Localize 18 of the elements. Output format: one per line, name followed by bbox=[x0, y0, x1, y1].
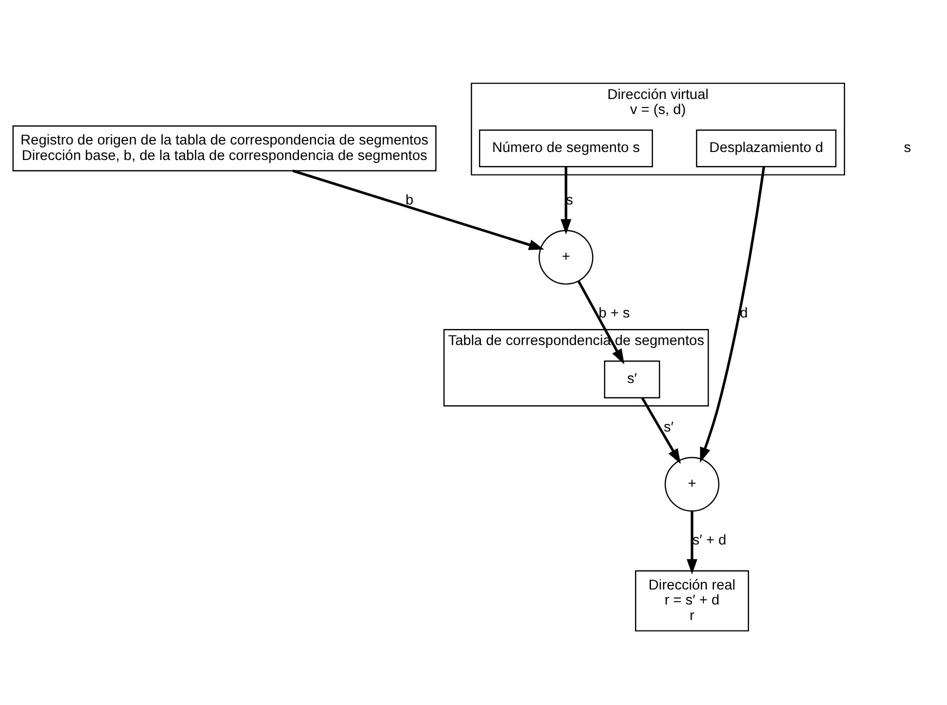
node-box: Desplazamiento d bbox=[695, 128, 836, 167]
edge-label: b bbox=[405, 192, 413, 208]
node-circle: + bbox=[664, 456, 719, 512]
arrow bbox=[560, 166, 571, 234]
edge-label: b + s bbox=[598, 305, 630, 322]
arrow bbox=[292, 169, 544, 250]
arrow bbox=[640, 396, 680, 464]
edge-label: s bbox=[565, 192, 573, 208]
label: s bbox=[903, 140, 911, 156]
node-box: Registro de origen de la tabla de correspondencia de segmentos Dirección base, b, de la tabla de correspondencia de segmentos bbox=[12, 124, 436, 171]
arrow bbox=[699, 166, 765, 462]
edge-label: s′ bbox=[663, 418, 674, 435]
node-box: Número de segmento s bbox=[478, 128, 652, 167]
arrow bbox=[576, 280, 624, 364]
node-circle: + bbox=[538, 229, 593, 284]
node-box: s′ bbox=[604, 360, 660, 398]
node-box: Dirección real r = s′ + d r bbox=[634, 570, 749, 631]
edge-label: d bbox=[739, 305, 748, 322]
